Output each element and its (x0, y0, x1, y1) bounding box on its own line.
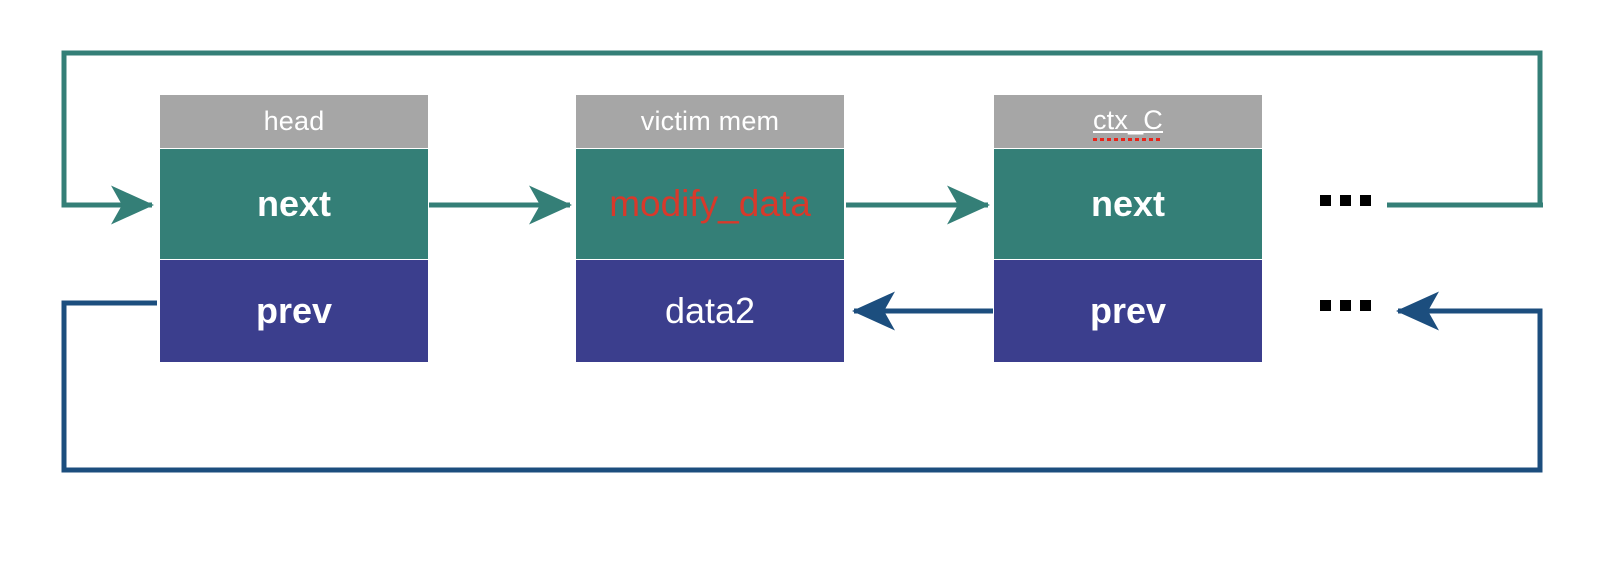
node-victim[interactable]: victim mem modify_data data2 (576, 95, 844, 362)
node-ctx-c-title-text: ctx_C (1092, 105, 1164, 141)
node-head-title: head (160, 95, 428, 148)
node-ctx-c-prev-cell[interactable]: prev (994, 260, 1262, 362)
edge-prev-wrap-from-head (61, 291, 1543, 473)
ellipsis-next-row (1320, 195, 1371, 206)
ellipsis-dot (1320, 195, 1331, 206)
ellipsis-prev-row (1320, 300, 1371, 311)
node-ctx-c-next-cell[interactable]: next (994, 149, 1262, 259)
ellipsis-dot (1320, 300, 1331, 311)
node-victim-next-cell[interactable]: modify_data (576, 149, 844, 259)
node-head-prev-cell[interactable]: prev (160, 260, 428, 362)
node-ctx-c[interactable]: ctx_C next prev (994, 95, 1262, 362)
node-head[interactable]: head next prev (160, 95, 428, 362)
ellipsis-dot (1340, 195, 1351, 206)
ellipsis-dot (1360, 300, 1371, 311)
ellipsis-dot (1360, 195, 1371, 206)
edge-next-wrap-to-head (61, 50, 1543, 225)
node-victim-prev-cell[interactable]: data2 (576, 260, 844, 362)
node-head-next-cell[interactable]: next (160, 149, 428, 259)
node-victim-title: victim mem (576, 95, 844, 148)
node-ctx-c-title: ctx_C (994, 95, 1262, 148)
ellipsis-dot (1340, 300, 1351, 311)
